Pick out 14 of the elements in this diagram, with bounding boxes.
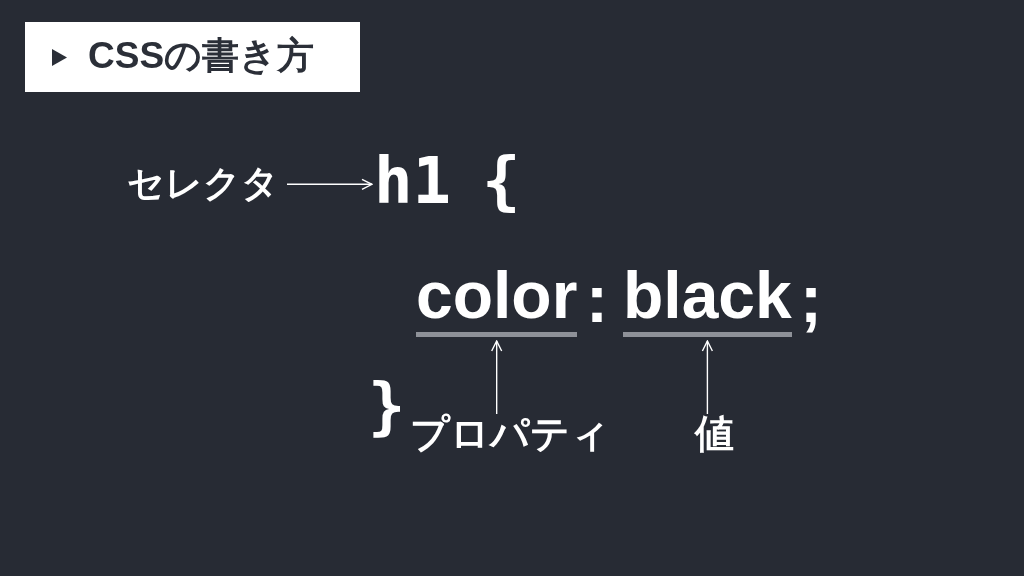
code-text: h1 — [374, 145, 452, 219]
colon: : — [586, 262, 608, 338]
underlined-code-text: color — [416, 262, 578, 337]
underlined-code-text: black — [623, 262, 792, 337]
title-text: CSSの書き方 — [88, 34, 315, 78]
annotation-text: 値 — [695, 412, 734, 457]
annotation-text: セレクタ — [127, 163, 279, 206]
semicolon: ; — [800, 262, 822, 338]
curly-brace: { — [482, 145, 521, 219]
curly-brace: } — [368, 370, 406, 442]
annotation-text: プロパティ — [410, 412, 610, 457]
leader-arrow — [491, 340, 503, 415]
leader-arrow — [701, 340, 714, 415]
leader-arrow — [286, 178, 373, 190]
